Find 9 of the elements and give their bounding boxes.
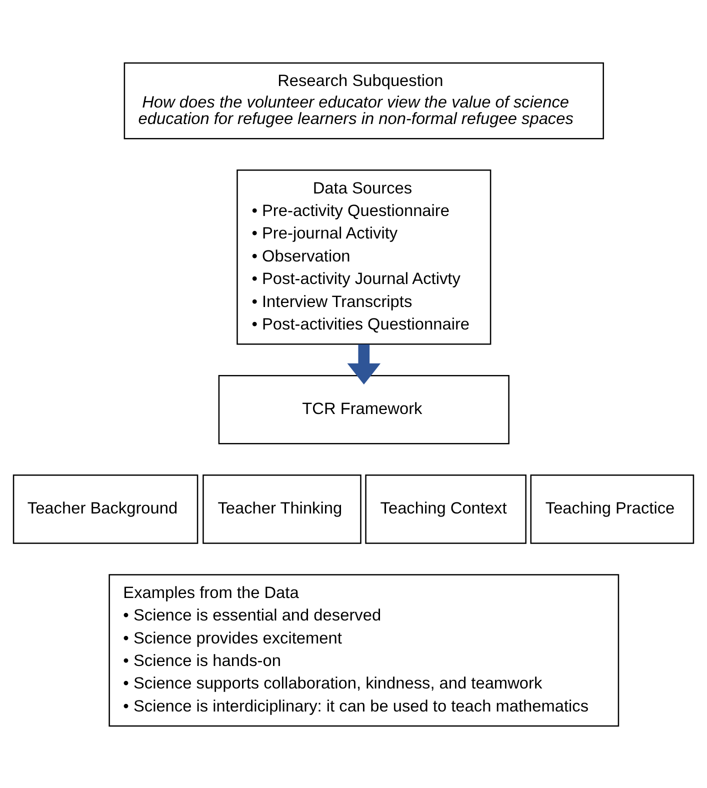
node-box: Teaching Context	[365, 474, 526, 544]
node-box: Teacher Thinking	[202, 474, 362, 544]
arrow	[347, 344, 381, 384]
node-box: Examples from the Data • Science is essential and deserved • Science provides excitement • Science is hands-on • Science supports collaboration, kindness, and teamwork • Science is interdiciplinary: it can be used to teach mathematics	[108, 574, 620, 726]
node-box: Data Sources • Pre-activity Questionnaire • Pre-journal Activity • Observation • Post-activity Journal Activty • Interview Transcripts • Post-activities Questionnaire	[236, 169, 492, 344]
node-box: Teaching Practice	[530, 474, 694, 544]
node-box: Teacher Background	[12, 474, 198, 544]
node-box: TCR Framework	[218, 374, 510, 444]
node-box: Research Subquestion How does the volunteer educator view the value of science education for refugee learners in non-formal refugee spaces	[124, 62, 604, 139]
